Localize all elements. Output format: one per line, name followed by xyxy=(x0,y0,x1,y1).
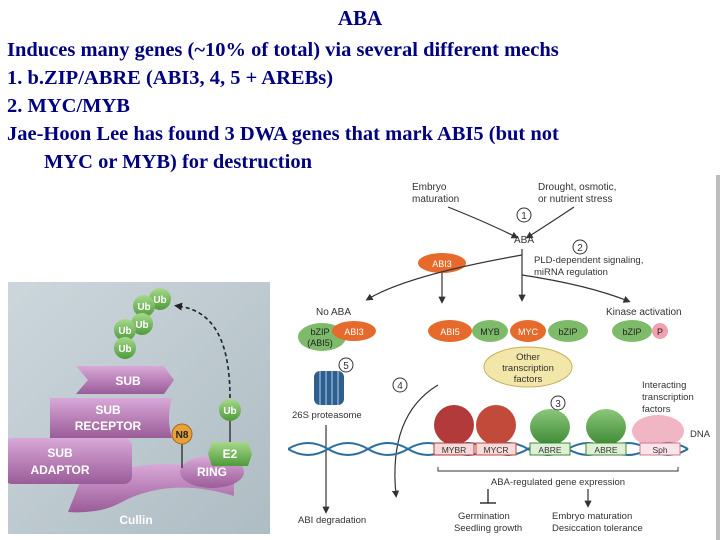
interacting-tf-text: Interacting xyxy=(642,380,686,391)
intro-line: Induces many genes (~10% of total) via s… xyxy=(7,39,559,61)
proteasome-shape xyxy=(314,371,344,405)
germination-text: Seedling growth xyxy=(454,523,522,534)
cullin-label: Cullin xyxy=(119,513,152,527)
step-3-number: 3 xyxy=(555,399,561,410)
embryo-outcome-text: Embryo maturation xyxy=(552,511,632,522)
myb-label: MYB xyxy=(480,327,500,337)
embryo-maturation-text: maturation xyxy=(412,194,459,205)
abi3-label: ABI3 xyxy=(432,259,452,269)
ub-label: Ub xyxy=(135,320,148,331)
step-1-number: 1 xyxy=(521,211,527,222)
sub-receptor-label: RECEPTOR xyxy=(75,419,142,433)
sub-receptor-label: SUB xyxy=(95,403,121,417)
e2-ubiquitin xyxy=(219,399,241,421)
abi5-label: ABI5 xyxy=(440,327,460,337)
aba-label: ABA xyxy=(514,235,534,246)
e2-shape xyxy=(208,442,252,466)
myc-label: MYC xyxy=(518,327,539,337)
other-tf-text: Other xyxy=(516,352,540,363)
kinase-text: Kinase activation xyxy=(606,307,682,318)
sub-adaptor-label: ADAPTOR xyxy=(30,463,89,477)
sub-label: SUB xyxy=(115,374,141,388)
ring-label: RING xyxy=(197,465,227,479)
bzip-label: bZIP xyxy=(622,327,641,337)
phospho-label: P xyxy=(657,327,663,337)
bullet-item-2: 2. MYC/MYB xyxy=(7,95,130,117)
ubiquitin-ligase-figure: Ub Ub Ub Ub Ub SUB SUB RECEPTOR Cullin S… xyxy=(8,282,270,534)
ub-label: Ub xyxy=(118,326,131,337)
sub-shape xyxy=(76,366,174,394)
n8-shape xyxy=(171,423,193,445)
ub-label: Ub xyxy=(223,406,236,417)
bullet-item-1: 1. b.ZIP/ABRE (ABI3, 4, 5 + AREBs) xyxy=(7,67,334,89)
expression-text: ABA-regulated gene expression xyxy=(491,477,625,488)
other-tf-text: factors xyxy=(514,374,543,385)
pld-text: PLD-dependent signaling, xyxy=(534,255,643,266)
e2-label: E2 xyxy=(223,447,238,461)
step-4-number: 4 xyxy=(397,381,403,392)
ub-label: Ub xyxy=(153,295,166,306)
proteasome-text: 26S proteasome xyxy=(292,410,362,421)
dna-bound-proteins xyxy=(434,405,684,447)
mycr-label: MYCR xyxy=(483,445,508,455)
sub-adaptor-shape xyxy=(8,438,132,484)
germination-text: Germination xyxy=(458,511,510,522)
transfer-arrow xyxy=(174,302,231,399)
dna-text: DNA xyxy=(690,429,711,440)
slide-body: Induces many genes (~10% of total) via s… xyxy=(7,36,707,176)
bullet-item-3: Jae-Hoon Lee has found 3 DWA genes that … xyxy=(7,123,559,145)
abi3-label: ABI3 xyxy=(344,327,364,337)
bzip-label: bZIP xyxy=(310,327,329,337)
degradation-text: ABI degradation xyxy=(298,515,366,526)
slide-title: ABA xyxy=(337,6,383,30)
bullet-item-3-continued: MYC or MYB) for destruction xyxy=(44,151,312,173)
interacting-tf-text: transcription xyxy=(642,392,694,403)
other-tf-text: transcription xyxy=(502,363,554,374)
embryo-outcome-text: Desiccation tolerance xyxy=(552,523,643,534)
pld-text: miRNA regulation xyxy=(534,267,608,278)
sub-adaptor-label: SUB xyxy=(47,446,73,460)
stress-text: Drought, osmotic, xyxy=(538,182,616,193)
abre-label: ABRE xyxy=(594,445,617,455)
sph-label: Sph xyxy=(652,445,667,455)
embryo-maturation-text: Embryo xyxy=(412,182,447,193)
bzip-label: bZIP xyxy=(558,327,577,337)
ub-label: Ub xyxy=(137,302,150,313)
n8-label: N8 xyxy=(176,430,189,441)
aba-signaling-figure: Embryo maturation Drought, osmotic, or n… xyxy=(288,175,720,540)
stress-text: or nutrient stress xyxy=(538,194,612,205)
ubiquitin-chain: Ub Ub Ub Ub Ub xyxy=(114,288,171,359)
ub-label: Ub xyxy=(118,344,131,355)
abre-label: ABRE xyxy=(538,445,561,455)
mybr-label: MYBR xyxy=(442,445,467,455)
step-5-number: 5 xyxy=(343,361,349,372)
sub-receptor-shape xyxy=(50,398,172,438)
no-aba-text: No ABA xyxy=(316,307,351,318)
interacting-tf-text: factors xyxy=(642,404,671,415)
abi5-paren-label: (ABI5) xyxy=(307,338,333,348)
step-2-number: 2 xyxy=(577,243,583,254)
